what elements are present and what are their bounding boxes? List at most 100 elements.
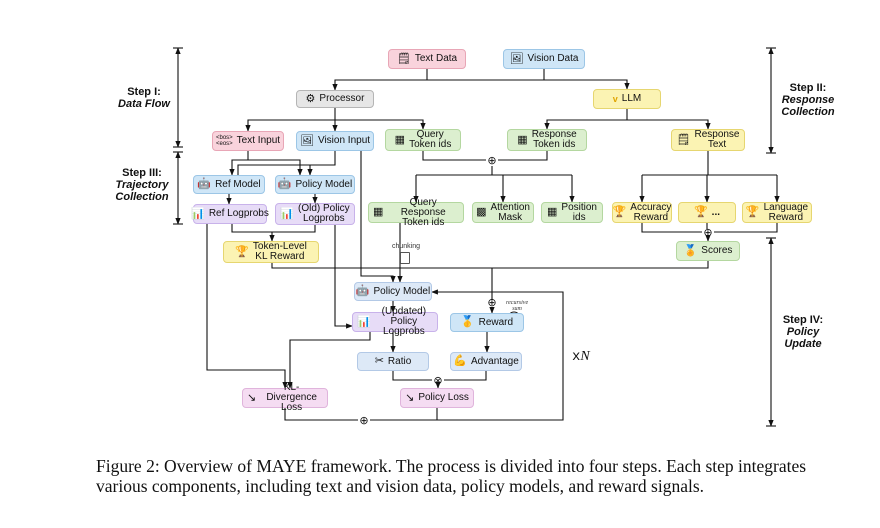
edge-kl-bus xyxy=(271,263,492,269)
vision-data-node: 🖼 Vision Data xyxy=(503,49,585,69)
bar-chart-icon: 📊 xyxy=(357,315,371,328)
edge-acc-sum xyxy=(641,223,702,233)
mask-grid-icon: ▩ xyxy=(476,206,487,218)
reward-sum: ⊕ xyxy=(703,226,712,239)
step-1-label: Step I: Data Flow xyxy=(104,86,184,110)
reward-recursive-sum: ⊕ xyxy=(487,296,496,309)
vllm-label: LLM xyxy=(621,93,642,104)
ref-model-label: Ref Model xyxy=(215,178,261,190)
kl-divergence-loss-node: ↘ KL-Divergence Loss xyxy=(242,383,328,413)
edge-adv-times xyxy=(444,371,487,381)
query-response-token-ids-node: ▦ Query Response Token ids xyxy=(368,197,464,227)
edge-processor-text-input xyxy=(245,108,336,132)
repeat-n: N xyxy=(580,349,590,364)
caption-suffix: framework. The process is divided into f… xyxy=(96,456,807,496)
step-3-title: Step III: xyxy=(122,167,162,179)
language-reward-label: Language Reward xyxy=(763,201,809,223)
token-level-kl-reward-label: Token-Level KL Reward xyxy=(252,241,307,262)
language-reward-node: 🏆 Language Reward xyxy=(742,202,812,223)
ratio-label: Ratio xyxy=(387,355,412,367)
step-3-label: Step III: Trajectory Collection xyxy=(100,167,184,203)
token-grid-icon: ▦ xyxy=(373,206,384,218)
scores-label: Scores xyxy=(701,245,733,256)
bar-chart-icon: 📊 xyxy=(280,207,294,220)
response-token-ids-label: Response Token ids xyxy=(531,129,577,150)
edge-text-to-processor xyxy=(332,69,428,91)
text-icon: 🗒 xyxy=(676,133,691,146)
edge-reflog-kldiv xyxy=(206,224,288,389)
ref-model-node: 🤖 Ref Model xyxy=(193,175,265,194)
edge-vllm-response-text xyxy=(627,119,711,130)
accuracy-reward-label: Accuracy Reward xyxy=(630,201,672,223)
text-input-label: Text Input xyxy=(236,135,281,146)
repeat-n-label: xN xyxy=(572,349,590,365)
recursive-sum-note: recursive sum xyxy=(506,294,528,312)
token-grid-icon: ▦ xyxy=(547,206,558,218)
caption-prefix: Figure 2: Overview of M xyxy=(96,456,272,476)
repeat-x: x xyxy=(572,349,581,365)
medal-icon: 🥇 xyxy=(460,316,475,328)
chunking-note: chunking xyxy=(392,243,420,250)
trophy-icon: 🏆 xyxy=(612,206,627,218)
recursive-sum-label: recursive sum xyxy=(506,300,529,312)
token-grid-icon: ▦ xyxy=(517,133,528,146)
trophy-icon: 🏆 xyxy=(693,206,708,218)
step-1-title: Step I: xyxy=(127,86,161,98)
trend-down-icon: ↘ xyxy=(405,391,415,404)
token-level-kl-reward-node: 🏆 Token-Level KL Reward xyxy=(223,241,319,263)
edge-query-sum xyxy=(422,151,486,161)
edge-oldlog-updated xyxy=(334,225,353,329)
policy-loss-node: ↘ Policy Loss xyxy=(400,388,474,408)
response-text-label: Response Text xyxy=(694,129,740,150)
robot-icon: 🤖 xyxy=(277,178,292,190)
edge-update-loop xyxy=(370,289,564,421)
step-2-label: Step II: Response Collection xyxy=(770,82,846,118)
step-4-subtitle: Policy Update xyxy=(784,326,822,350)
policy-model-update-label: Policy Model xyxy=(373,285,431,297)
attention-mask-node: ▩ Attention Mask xyxy=(472,202,534,223)
query-token-ids-label: Query Token ids xyxy=(409,129,452,150)
updated-policy-logprobs-node: 📊 (Updated) Policy Logprobs xyxy=(352,307,438,337)
scissors-icon: ✂ xyxy=(374,355,384,367)
image-icon: 🖼 xyxy=(509,52,524,65)
response-text-node: 🗒 Response Text xyxy=(671,129,745,151)
edge-ratio-times xyxy=(392,371,432,381)
updated-policy-logprobs-label: (Updated) Policy Logprobs xyxy=(381,306,427,337)
caption-name-rest: AYE xyxy=(271,456,307,476)
edge-scores-bus xyxy=(492,261,709,269)
ref-logprobs-node: 📊 Ref Logprobs xyxy=(191,204,269,224)
policy-model-top-label: Policy Model xyxy=(295,178,353,190)
vllm-node: v LLM xyxy=(593,89,661,109)
step-4-title: Step IV: xyxy=(782,314,824,326)
robot-icon: 🤖 xyxy=(197,178,212,190)
edge-oldlog-kl xyxy=(272,225,316,233)
token-concat-sum: ⊕ xyxy=(487,154,496,167)
step-2-title: Step II: xyxy=(789,82,827,94)
processor-node: ⚙ Processor xyxy=(296,90,374,108)
edge-response-sum xyxy=(498,151,548,161)
edge-vision-ref xyxy=(237,164,335,175)
edge-vision-policy xyxy=(307,151,336,176)
final-loss-sum: ⊕ xyxy=(359,414,368,427)
reward-label: Reward xyxy=(478,316,514,328)
vision-input-label: Vision Input xyxy=(317,135,371,146)
scores-node: 🏅 Scores xyxy=(676,241,740,261)
query-token-ids-node: ▦ Query Token ids xyxy=(385,129,461,151)
ellipsis-reward-label: ... xyxy=(711,206,721,218)
edge-vllm-response-ids xyxy=(544,109,628,130)
text-data-label: Text Data xyxy=(414,53,458,64)
edge-vision-policy-update xyxy=(360,151,396,283)
query-response-token-ids-label: Query Response Token ids xyxy=(400,196,446,228)
step-3-subtitle: Trajectory Collection xyxy=(115,179,169,203)
edge-updated-kldiv xyxy=(287,332,371,389)
trophy-icon: 🏆 xyxy=(235,245,249,258)
policy-loss-label: Policy Loss xyxy=(418,392,469,403)
edge-processor-query-ids xyxy=(335,119,426,130)
figure-caption: Figure 2: Overview of MAYE framework. Th… xyxy=(96,456,856,496)
text-icon: 🗒 xyxy=(396,52,411,65)
advantage-node: 💪 Advantage xyxy=(450,352,522,371)
step-1-subtitle: Data Flow xyxy=(118,98,170,110)
ellipsis-reward-node: 🏆 ... xyxy=(678,202,736,223)
old-policy-logprobs-node: 📊 (Old) Policy Logprobs xyxy=(275,203,355,225)
edge-kldiv-final xyxy=(284,408,358,421)
